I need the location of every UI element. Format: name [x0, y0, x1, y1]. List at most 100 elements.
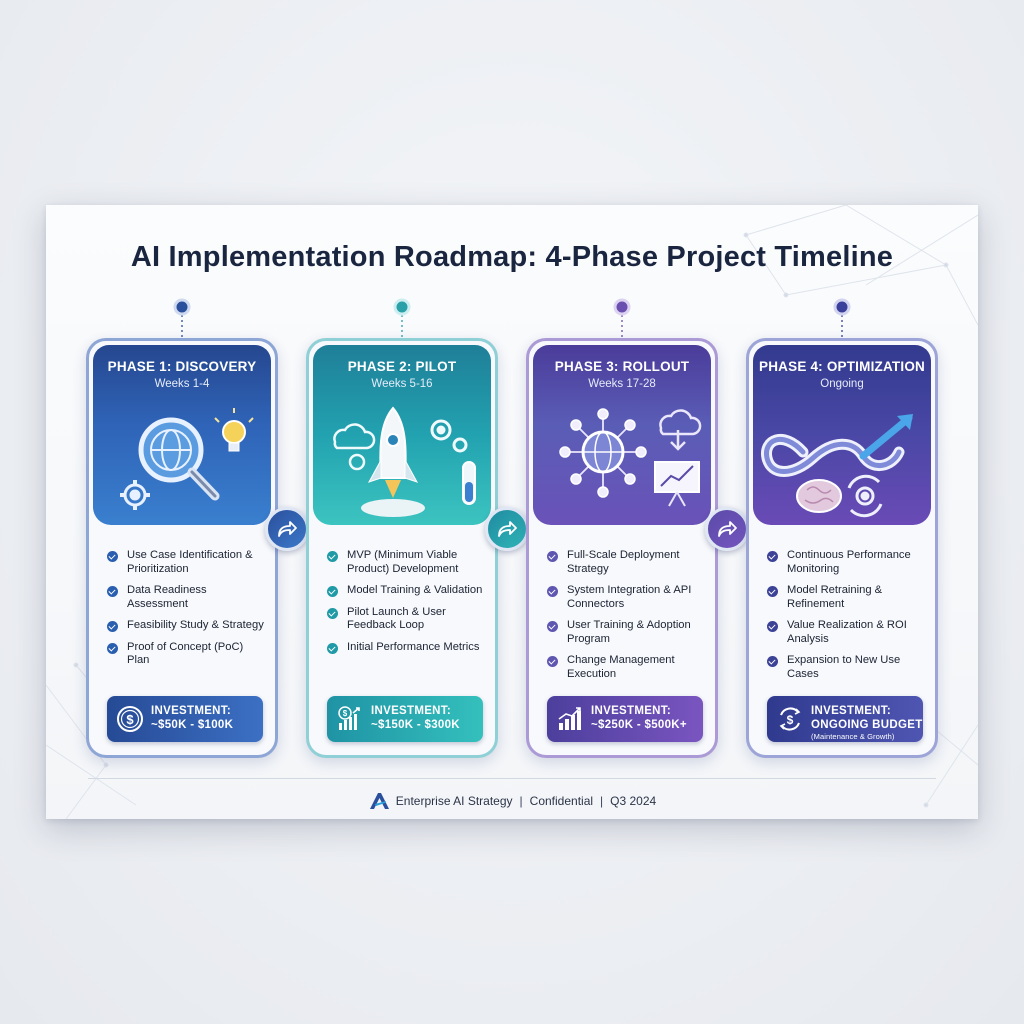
next-phase-button[interactable]: [265, 507, 309, 551]
phase-illustration-1: [120, 408, 254, 510]
check-icon: [327, 607, 338, 619]
footer-classification: Confidential: [529, 794, 594, 808]
footer-company: Enterprise AI Strategy: [395, 794, 513, 808]
list-item: Value Realization & ROI Analysis: [767, 619, 927, 646]
list-item: Expansion to New Use Cases: [767, 654, 927, 681]
company-logo-icon: [369, 793, 389, 809]
list-item: User Training & Adoption Program: [547, 619, 707, 646]
check-icon: [327, 586, 338, 597]
phase-illustration-2: [333, 406, 476, 517]
forward-arrow-icon: [498, 521, 517, 537]
check-icon: [547, 656, 558, 667]
list-item: Full-Scale Deployment Strategy: [547, 549, 707, 576]
cloud-gear-icon: [333, 423, 376, 471]
phase-title: PHASE 3: ROLLOUT: [554, 359, 690, 374]
phase-header-4: PHASE 4: OPTIMIZATION Ongoing: [753, 345, 931, 525]
footer-divider: [88, 778, 936, 779]
check-icon: [767, 621, 778, 632]
svg-text:$: $: [787, 713, 794, 727]
list-item: Data Readiness Assessment: [107, 584, 267, 611]
phase-illustration-3: [559, 408, 702, 507]
check-icon: [547, 586, 558, 597]
check-icon: [327, 551, 338, 562]
cloud-download-icon: [659, 409, 702, 451]
footer-period: Q3 2024: [610, 794, 657, 808]
rocket-icon: [361, 406, 425, 517]
investment-label: INVESTMENT:: [371, 705, 451, 717]
timeline-node-4: [833, 298, 851, 316]
cycle-gear-icon: [847, 474, 883, 518]
growth-chart-icon: $: [338, 706, 360, 730]
list-item: Use Case Identification & Prioritization: [107, 549, 267, 576]
presentation-chart-icon: [654, 461, 700, 507]
gears-icon: [430, 419, 468, 453]
phase-card-1: PHASE 1: DISCOVERY Weeks 1-4: [86, 338, 309, 758]
background-network-pattern: [46, 205, 978, 819]
infinity-arrow-icon: [761, 414, 913, 477]
phase-header-3: PHASE 3: ROLLOUT Weeks 17-28: [533, 345, 711, 525]
list-item: Proof of Concept (PoC) Plan: [107, 641, 267, 668]
phase-title: PHASE 2: PILOT: [347, 359, 457, 374]
phase-items-1: Use Case Identification & Prioritization…: [107, 549, 267, 676]
phase-items-4: Continuous Performance Monitoring Model …: [767, 549, 927, 689]
bar-chart-icon: [558, 707, 581, 730]
forward-arrow-icon: [718, 521, 737, 537]
phase-items-2: MVP (Minimum Viable Product) Development…: [327, 549, 487, 662]
phase-items-3: Full-Scale Deployment Strategy System In…: [547, 549, 707, 689]
timeline-node-2: [393, 298, 411, 316]
check-icon: [767, 656, 778, 667]
list-item: System Integration & API Connectors: [547, 584, 707, 611]
check-icon: [767, 551, 778, 562]
investment-value: ONGOING BUDGET: [811, 719, 923, 731]
footer-separator: |: [600, 794, 604, 808]
phase-title: PHASE 4: OPTIMIZATION: [759, 359, 925, 374]
footer: Enterprise AI Strategy | Confidential | …: [46, 792, 978, 810]
investment-value: ~$250K - $500K+: [591, 719, 687, 731]
network-globe-icon: [559, 408, 647, 498]
footer-separator: |: [519, 794, 523, 808]
investment-badge-3: INVESTMENT: ~$250K - $500K+: [547, 696, 703, 742]
list-item: Change Management Execution: [547, 654, 707, 681]
phase-card-2: PHASE 2: PILOT Weeks 5-16: [306, 338, 529, 758]
phase-card-4: PHASE 4: OPTIMIZATION Ongoing: [746, 338, 938, 758]
investment-badge-2: $ INVESTMENT: ~$150K - $300K: [327, 696, 483, 742]
check-icon: [107, 621, 118, 632]
timeline-node-3: [613, 298, 631, 316]
page-title: AI Implementation Roadmap: 4-Phase Proje…: [130, 241, 894, 273]
investment-value: ~$50K - $100K: [151, 719, 234, 731]
next-phase-button[interactable]: [485, 507, 529, 551]
investment-value: ~$150K - $300K: [371, 719, 460, 731]
investment-note: (Maintenance & Growth): [811, 732, 895, 741]
phase-card-3: PHASE 3: ROLLOUT Weeks 17-28: [526, 338, 749, 758]
check-icon: [767, 586, 778, 597]
brain-icon: [796, 479, 842, 513]
phase-header-2: PHASE 2: PILOT Weeks 5-16: [313, 345, 491, 525]
check-icon: [107, 551, 118, 562]
list-item: Model Retraining & Refinement: [767, 584, 927, 611]
list-item: Feasibility Study & Strategy: [107, 619, 267, 633]
investment-label: INVESTMENT:: [811, 705, 891, 717]
svg-text:$: $: [126, 712, 134, 727]
phase-duration: Weeks 17-28: [588, 378, 656, 390]
phase-duration: Ongoing: [820, 378, 864, 390]
list-item: Pilot Launch & User Feedback Loop: [327, 606, 487, 633]
dollar-coin-icon: $: [117, 706, 143, 732]
check-icon: [327, 642, 338, 654]
timeline-bar: [173, 298, 851, 338]
phase-duration: Weeks 1-4: [154, 378, 210, 390]
timeline-node-1: [173, 298, 191, 316]
forward-arrow-icon: [278, 521, 297, 537]
next-phase-button[interactable]: [705, 507, 749, 551]
list-item: MVP (Minimum Viable Product) Development: [327, 549, 487, 576]
list-item: Model Training & Validation: [327, 584, 487, 598]
list-item: Initial Performance Metrics: [327, 641, 487, 655]
test-tube-icon: [462, 461, 476, 505]
check-icon: [547, 551, 558, 562]
investment-badge-1: $ INVESTMENT: ~$50K - $100K: [107, 696, 263, 742]
svg-text:$: $: [343, 709, 348, 718]
phase-illustration-4: [761, 414, 913, 518]
check-icon: [107, 586, 118, 597]
phase-header-1: PHASE 1: DISCOVERY Weeks 1-4: [93, 345, 271, 525]
check-icon: [547, 621, 558, 632]
roadmap-slide: AI Implementation Roadmap: 4-Phase Proje…: [46, 205, 978, 819]
